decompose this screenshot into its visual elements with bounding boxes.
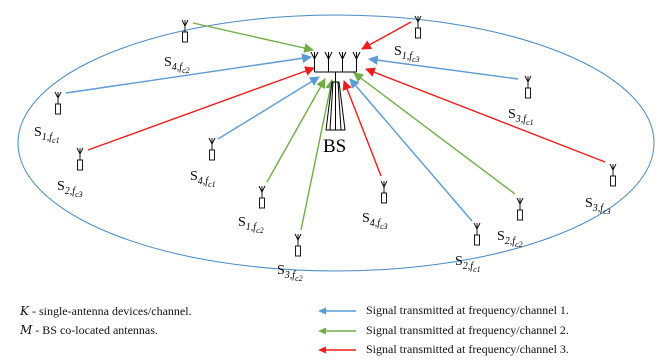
device-label: S3,fc2	[277, 263, 303, 283]
k-text: - single-antenna devices/channel.	[28, 304, 192, 318]
device-label: S3,fc1	[508, 107, 534, 127]
device-label: S1,fc2	[238, 215, 264, 235]
device-label: S1,fc3	[394, 44, 420, 64]
k-symbol: K	[20, 304, 29, 318]
device-s1-c3-icon	[414, 15, 422, 39]
legend-ch3: Signal transmitted at frequency/channel …	[366, 342, 569, 356]
signal-arrows	[65, 21, 606, 231]
signal-arrow-s4-c2	[192, 22, 314, 53]
base-station: BS	[310, 51, 361, 157]
signal-arrow-s1-c3	[361, 21, 412, 50]
device-label: S2,fc2	[497, 229, 523, 249]
device-s1-c2-icon	[258, 185, 266, 209]
device-label: S3,fc3	[585, 196, 611, 216]
device-s2-c1-icon	[473, 222, 481, 246]
device-s3-c1-icon	[524, 75, 532, 99]
m-symbol: M	[20, 323, 33, 337]
device-label: S4,fc3	[362, 211, 388, 231]
device-s2-c3-icon	[76, 147, 84, 171]
coverage-ellipse	[17, 14, 655, 272]
device-s3-c3-icon	[609, 163, 617, 187]
legend-k: K - single-antenna devices/channel.	[20, 304, 192, 319]
m-text: - BS co-located antennas.	[32, 323, 158, 337]
legend-ch1: Signal transmitted at frequency/channel …	[366, 303, 569, 317]
device-s3-c2-icon	[294, 233, 302, 257]
legend-ch1-arrow	[318, 307, 356, 315]
signal-arrow-s3-c3	[365, 67, 606, 163]
device-label: S2,fc3	[57, 179, 83, 199]
legend-m: M - BS co-located antennas.	[20, 323, 158, 338]
device-label: S4,fc2	[164, 55, 190, 75]
device-s4-c3-icon	[380, 180, 388, 204]
bs-label: BS	[323, 136, 346, 157]
signal-arrow-s4-c1	[217, 76, 320, 140]
signal-arrow-s1-c2	[266, 78, 326, 183]
device-label: S2,fc1	[455, 254, 481, 274]
signal-arrow-s3-c2	[300, 79, 336, 231]
signal-arrow-s1-c1	[65, 53, 312, 94]
signal-arrow-s2-c3	[87, 66, 315, 151]
device-s4-c2-icon	[181, 19, 189, 43]
legend-ch2-arrow	[318, 327, 356, 335]
signal-arrow-s3-c1	[368, 55, 519, 80]
legend-ch2: Signal transmitted at frequency/channel …	[366, 323, 569, 337]
device-s2-c2-icon	[516, 197, 524, 221]
device-s4-c1-icon	[208, 137, 216, 161]
signal-arrow-s2-c1	[349, 78, 473, 222]
device-label: S4,fc1	[190, 169, 216, 189]
legend-ch3-arrow	[318, 346, 356, 354]
signal-arrow-s2-c2	[353, 72, 516, 195]
signal-arrow-s4-c3	[342, 80, 382, 177]
device-label: S1,fc1	[34, 125, 60, 145]
device-s1-c1-icon	[54, 91, 62, 115]
